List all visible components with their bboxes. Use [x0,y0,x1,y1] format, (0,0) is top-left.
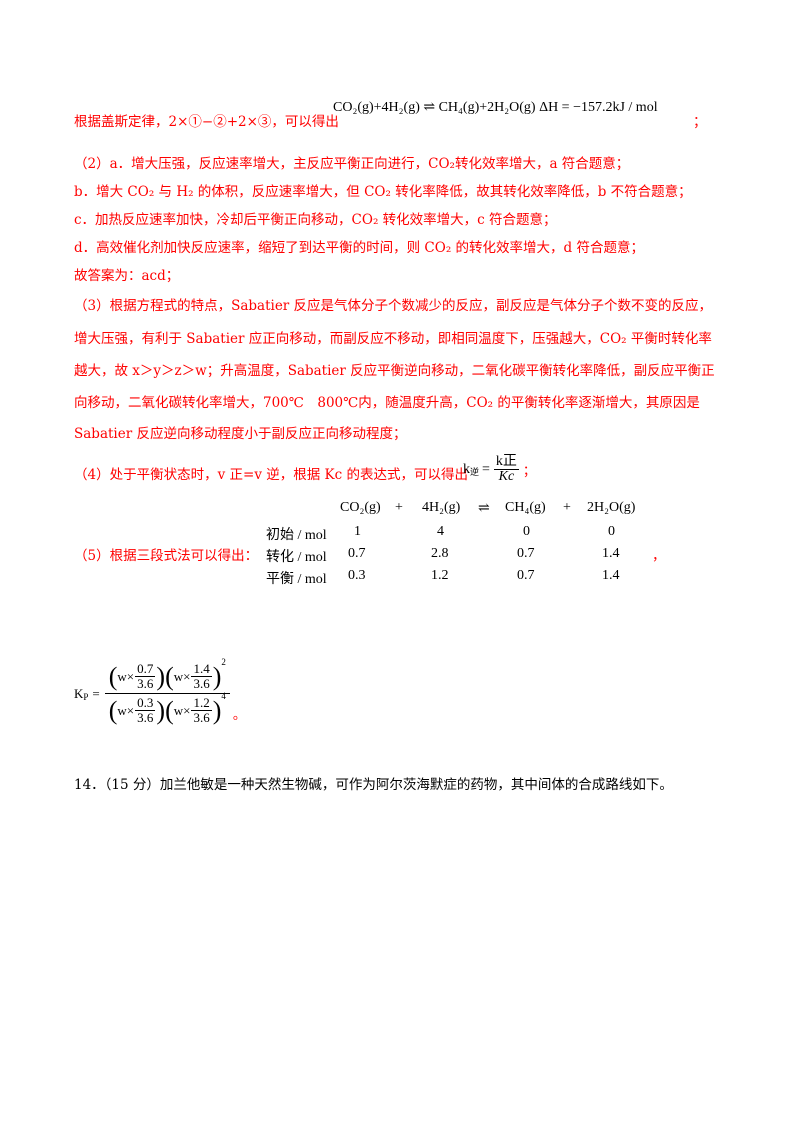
table-cell: 0.7 [517,546,535,561]
table-row-label: 平衡 / mol [266,572,327,587]
table-header-equilibrium: ⇌ [478,501,490,516]
answer-2-conclusion: 故答案为：acd； [74,268,180,284]
question-14: 14．（15 分）加兰他敏是一种天然生物碱，可作为阿尔茨海默症的药物，其中间体的… [74,777,673,793]
table-header-h2o: 2H₂O(g) [587,500,636,515]
table-cell: 1.2 [431,568,449,583]
table-cell: 1 [354,524,361,539]
answer-3-line1: （3）根据方程式的特点，Sabatier 反应是气体分子个数减少的反应，副反应是… [74,298,713,314]
thermochemical-equation: CO₂(g)+4H₂(g) ⇌ CH₄(g)+2H₂O(g) ΔH = −157… [333,100,658,115]
table-cell: 0 [523,524,530,539]
answer-2b: b．增大 CO₂ 与 H₂ 的体积，反应速率增大，但 CO₂ 转化率降低，故其转… [74,184,692,200]
table-row-label: 转化 / mol [266,550,327,565]
table-cell: 2.8 [431,546,449,561]
table-header-ch4: CH₄(g) [505,500,546,515]
table-header-co2: CO₂(g) [340,500,381,515]
kp-symbol: KP [74,685,89,702]
answer-2c: c．加热反应速率加快，冷却后平衡正向移动，CO₂ 转化效率增大，c 符合题意； [74,212,557,228]
answer-4-text: （4）处于平衡状态时，v 正=v 逆，根据 Kc 的表达式，可以得出 [74,467,468,483]
answer-5-text: （5）根据三段式法可以得出： [74,548,259,564]
answer-3-line2: 增大压强，有利于 Sabatier 应正向移动，而副反应不移动，即相同温度下，压… [74,331,712,347]
table-cell: 1.4 [602,546,620,561]
table-row-label: 初始 / mol [266,528,327,543]
table-header-h2: 4H₂(g) [422,500,461,515]
table-cell: 0.7 [348,546,366,561]
table-cell: 0.7 [517,568,535,583]
table-cell: 1.4 [602,568,620,583]
hess-law-text: 根据盖斯定律，2×①−②+2×③，可以得出 [74,114,339,130]
table-cell: 4 [437,524,444,539]
answer-2d: d．高效催化剂加快反应速率，缩短了到达平衡的时间，则 CO₂ 的转化效率增大，d… [74,240,644,256]
table-cell: 0.3 [348,568,366,583]
punct: ， [652,548,666,564]
table-header-plus: + [563,500,571,515]
answer-2a: （2）a．增大压强，反应速率增大，主反应平衡正向进行，CO₂转化效率增大，a 符… [74,156,630,172]
answer-3-line5: Sabatier 反应逆向移动程度小于副反应正向移动程度； [74,426,407,442]
table-header-plus: + [395,500,403,515]
answer-3-line4: 向移动，二氧化碳转化率增大，700℃ 800℃内，随温度升高，CO₂ 的平衡转化… [74,395,700,411]
table-cell: 0 [608,524,615,539]
answer-3-line3: 越大，故 x＞y＞z＞w；升高温度，Sabatier 反应平衡逆向移动，二氧化碳… [74,363,715,379]
punct: ； [693,114,707,130]
